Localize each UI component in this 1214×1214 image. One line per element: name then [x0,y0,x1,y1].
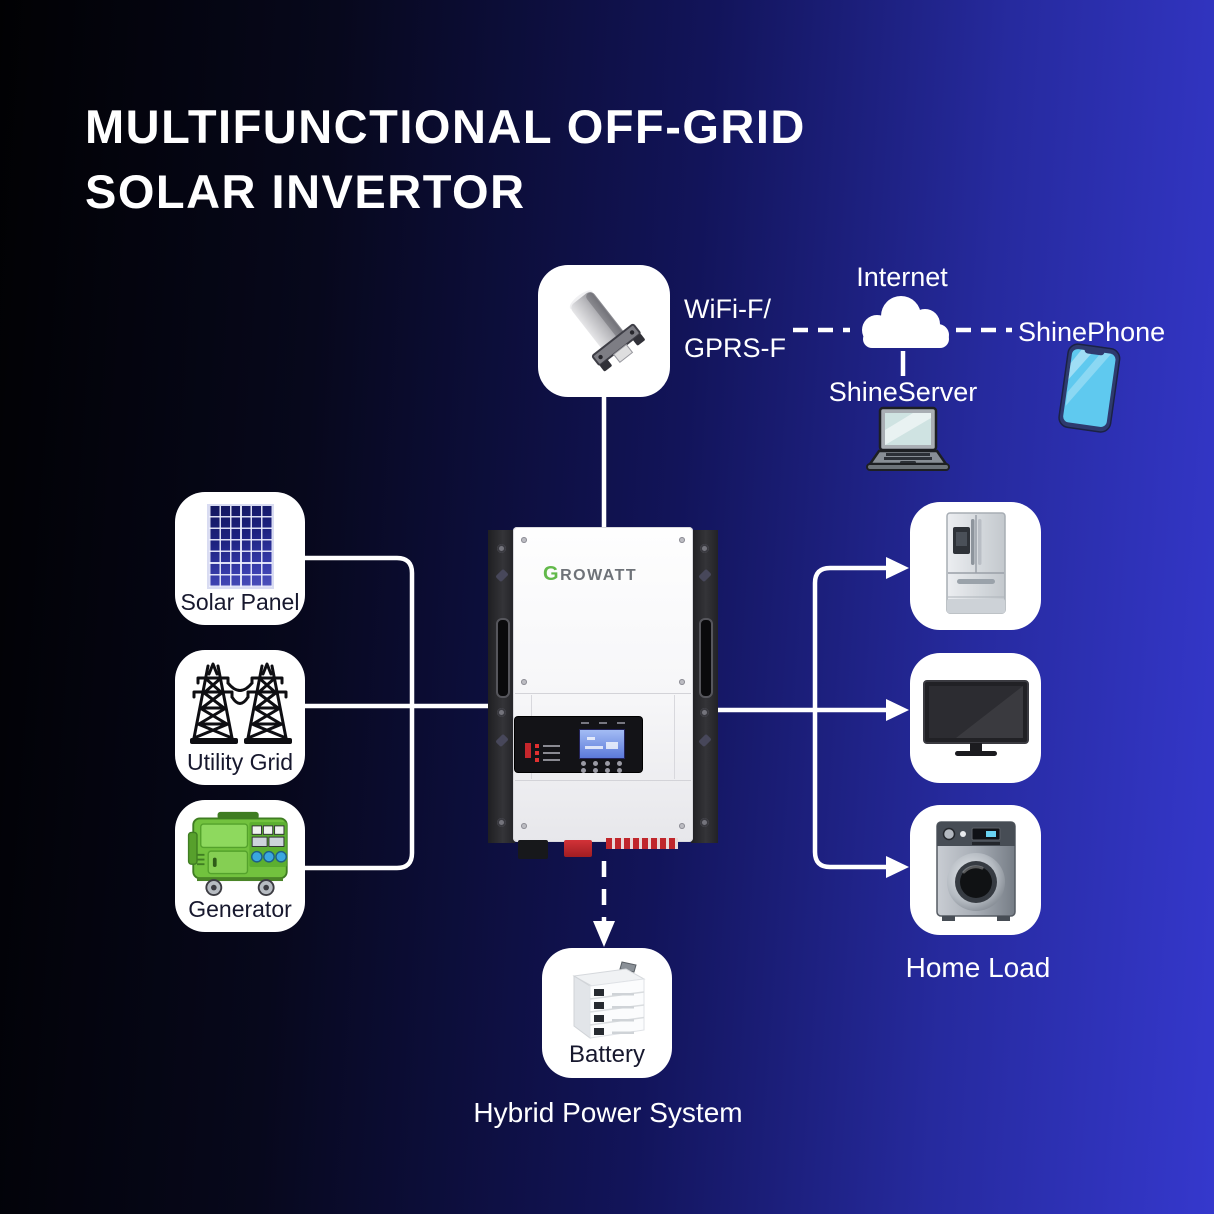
lcd-display [579,729,625,759]
battery-connector-red [564,840,592,857]
generator-label: Generator [188,896,292,922]
washer-card [910,805,1041,935]
caption-hybrid-power-system: Hybrid Power System [473,1097,743,1128]
wifi-label-line2: GPRS-F [684,333,787,363]
washing-machine-icon [935,821,1016,921]
page-title-line2: SOLAR INVERTOR [85,165,526,218]
tv-card [910,653,1041,783]
cloud-icon [862,296,949,348]
wifi-label-line1: WiFi-F/ [684,294,771,324]
shineserver-label: ShineServer [828,377,978,407]
generator-icon [187,811,288,896]
inverter-body: GROWATT [513,527,693,842]
inverter-unit: GROWATT [488,527,718,859]
inverter-right-bracket [691,530,718,843]
page-title: MULTIFUNCTIONAL OFF-GRID SOLAR INVERTOR [85,94,806,224]
wire-inverter-washer [812,710,888,870]
battery-connector-black [518,840,548,859]
shinephone-label: ShinePhone [1018,317,1166,347]
inverter-control-panel [515,717,642,773]
refrigerator-icon [945,512,1006,614]
battery-stack-icon [572,961,646,1039]
utility-grid-label: Utility Grid [186,749,294,775]
solar-panel-card: Solar Panel [175,492,305,625]
wire-solar-generator-trunk [303,555,415,871]
wifi-module-card [538,265,670,397]
solar-panel-icon [206,504,274,589]
arrow-washer [886,856,909,878]
battery-card: Battery [542,948,672,1078]
wifi-dongle-icon [569,290,645,372]
smartphone-icon [1056,342,1122,440]
utility-grid-card: Utility Grid [175,650,305,785]
generator-card: Generator [175,800,305,932]
inverter-brand-logo: GROWATT [543,563,638,585]
wifi-label: WiFi-F/ GPRS-F [684,290,786,368]
page-title-line1: MULTIFUNCTIONAL OFF-GRID [85,100,806,153]
arrow-fridge [886,557,909,579]
wire-inverter-fridge [812,565,888,710]
transmission-tower-icon [190,662,292,744]
status-led-block [525,743,531,758]
solar-panel-label: Solar Panel [180,589,300,615]
inverter-left-bracket [488,530,515,843]
internet-label: Internet [856,262,948,292]
terminal-strip [606,838,678,849]
battery-label: Battery [568,1041,646,1068]
arrow-tv [886,699,909,721]
arrow-battery [593,921,615,947]
television-icon [922,680,1029,756]
laptop-icon [866,406,950,471]
home-load-label: Home Load [905,952,1051,983]
fridge-card [910,502,1041,630]
